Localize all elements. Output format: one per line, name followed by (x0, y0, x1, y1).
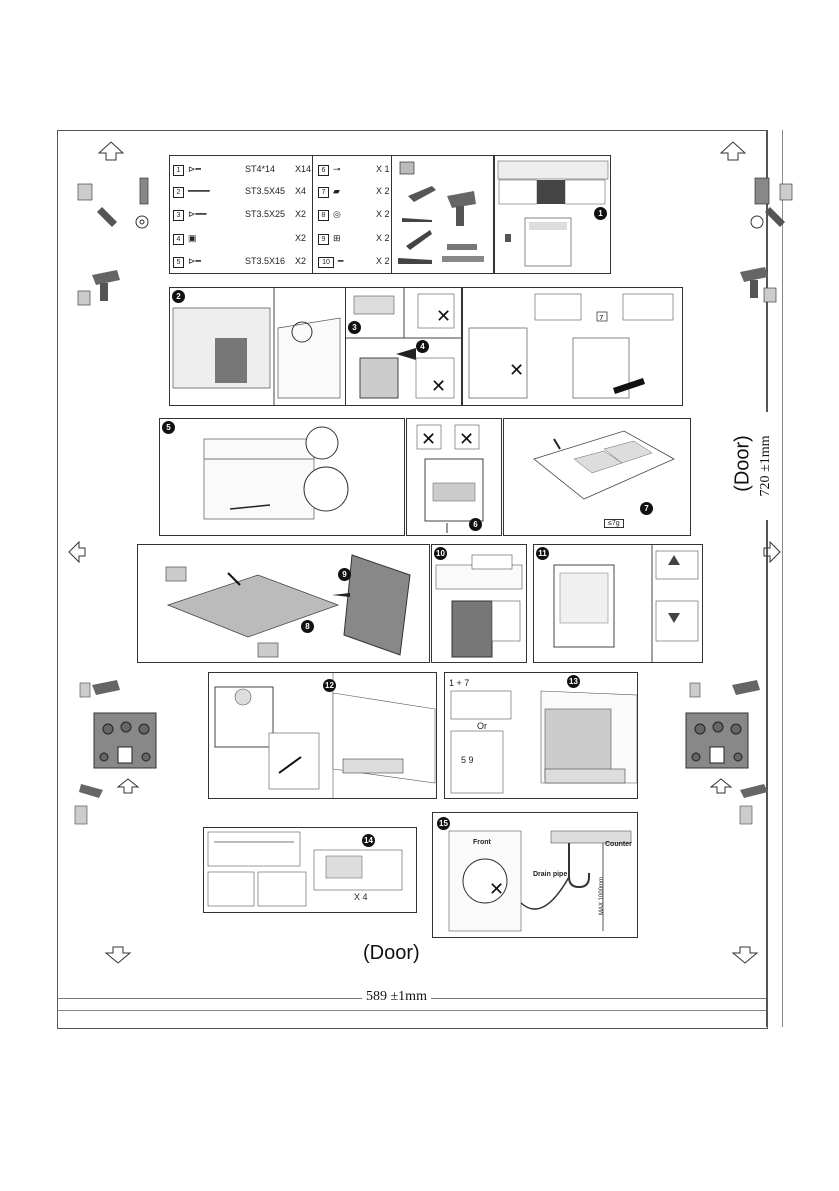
step-3-4-panel: ✕ ✕ 3 4 (345, 287, 462, 406)
step-13-badge: 13 (567, 675, 580, 688)
step-8-badge: 8 (301, 620, 314, 633)
step-14-panel: X 4 14 (203, 827, 417, 913)
down-arrow-icon (731, 946, 759, 964)
svg-text:✕: ✕ (436, 306, 451, 327)
width-dimension-label: 589 ±1mm (362, 989, 431, 1005)
part-row-4: 4▣ X2 (173, 233, 306, 245)
step-14-qty: X 4 (354, 892, 368, 902)
door-label-bottom: (Door) (363, 942, 420, 964)
step-4-badge: 4 (416, 340, 429, 353)
step-4-detail-panel: ✕ 7 (462, 287, 683, 406)
tools-panel (391, 155, 494, 274)
svg-text:✕: ✕ (489, 879, 504, 900)
step-15-front-label: Front (473, 839, 491, 846)
down-arrow-icon (104, 946, 132, 964)
frame-right-line (766, 130, 767, 1027)
step-12-badge: 12 (323, 679, 336, 692)
svg-text:✕: ✕ (459, 429, 474, 450)
step-15-panel: ✕ Front Drain pipe Counter MAX 1000mm 15 (432, 812, 638, 938)
up-arrow-icon (116, 778, 140, 794)
up-arrow-icon (719, 141, 747, 161)
up-arrow-icon (97, 141, 125, 161)
step-6-badge: 6 (469, 518, 482, 531)
step-7-panel: 7 ≤7g (503, 418, 691, 536)
part-row-6: 6⊸X 1 (318, 164, 390, 176)
drill-icon (740, 267, 777, 303)
svg-text:✕: ✕ (431, 376, 446, 397)
step-2-badge: 2 (172, 290, 185, 303)
step-13-or-label: Or (477, 721, 487, 731)
step-15-max-label: MAX 1000mm (599, 876, 606, 916)
frame-bottom-inner-line (57, 1010, 766, 1011)
part-row-9: 9⊞X 2 (318, 233, 390, 245)
step-15-drain-label: Drain pipe (533, 871, 568, 878)
step-11-badge: 11 (536, 547, 549, 560)
step-1-badge: 1 (594, 207, 607, 220)
part-row-7: 7▰X 2 (318, 186, 390, 198)
tools-illustration (398, 161, 484, 264)
step-7-badge: 7 (640, 502, 653, 515)
svg-text:7: 7 (599, 314, 603, 322)
left-arrow-icon (68, 540, 86, 564)
step-14-badge: 14 (362, 834, 375, 847)
part-row-10: 10━X 2 (318, 256, 390, 268)
up-arrow-icon (709, 778, 733, 794)
step-13-parts-label: 5 9 (461, 755, 474, 765)
height-dimension-label: 720 ±1mm (758, 412, 774, 520)
step-5-badge: 5 (162, 421, 175, 434)
step-10-panel: 10 (431, 544, 527, 663)
step-12-panel: 12 (208, 672, 437, 799)
drill-hole-detail-icon (750, 177, 793, 229)
step-6-panel: ✕ ✕ 6 (406, 418, 502, 536)
step-2-panel: 2 (169, 287, 346, 406)
drill-icon (739, 784, 768, 825)
drill-icon (74, 784, 103, 825)
svg-text:✕: ✕ (421, 429, 436, 450)
template-frame (57, 130, 768, 1029)
step-15-badge: 15 (437, 817, 450, 830)
frame-right-outer-line (782, 130, 783, 1027)
step-8-9-panel: 8 9 (137, 544, 430, 663)
step-13-panel: 1 + 7 Or 5 9 13 (444, 672, 638, 799)
door-label-right: (Door) (731, 435, 754, 492)
step-1-panel: 1 (494, 155, 611, 274)
step-7-weight-note: ≤7g (604, 519, 624, 528)
hinge-plate-diagram-left (79, 680, 157, 769)
hinge-plate-diagram-right (685, 680, 760, 769)
step-15-counter-label: Counter (605, 841, 632, 848)
step-11-panel: 11 (533, 544, 703, 663)
step-9-badge: 9 (338, 568, 351, 581)
drill-hole-detail-icon (77, 177, 149, 229)
svg-text:✕: ✕ (509, 360, 524, 381)
part-row-8: 8◎X 2 (318, 209, 390, 221)
step-10-badge: 10 (434, 547, 447, 560)
right-arrow-icon (763, 540, 781, 564)
step-5-panel: 5 (159, 418, 405, 536)
drill-icon (77, 270, 120, 306)
step-3-badge: 3 (348, 321, 361, 334)
step-13-combo-label: 1 + 7 (449, 678, 470, 688)
